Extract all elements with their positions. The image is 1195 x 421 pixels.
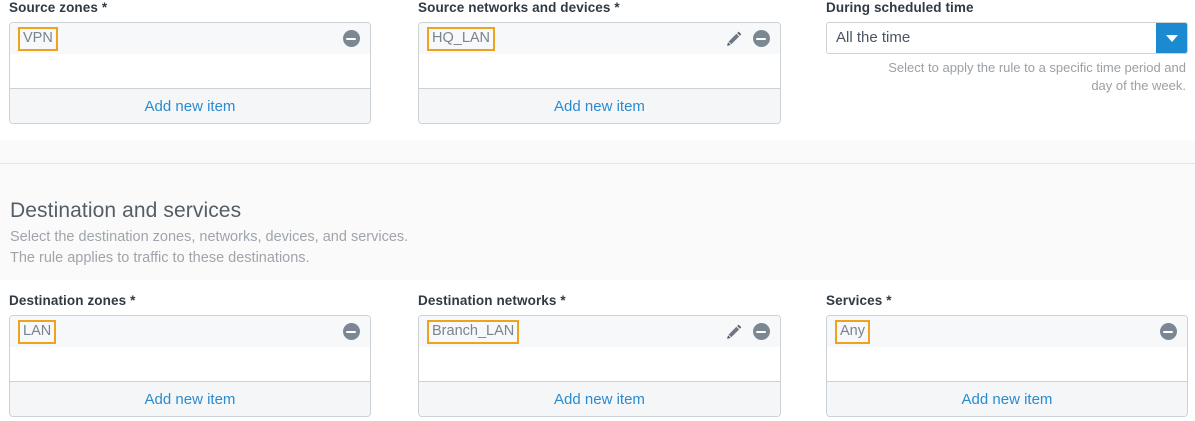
label-text: Destination networks (418, 293, 557, 308)
field-destination-zones: Destination zones * LAN Add new item (9, 293, 371, 417)
scheduled-time-help: Select to apply the rule to a specific t… (826, 59, 1188, 95)
label-destination-networks: Destination networks * (418, 293, 781, 309)
required-asterisk: * (130, 293, 136, 308)
row-actions (725, 30, 770, 48)
listbox-rows: LAN (10, 316, 370, 381)
row-actions (725, 323, 770, 341)
remove-icon[interactable] (752, 323, 770, 341)
list-item[interactable]: HQ_LAN (419, 23, 780, 55)
item-chip-label: Any (835, 319, 870, 344)
listbox-rows: VPN (10, 23, 370, 88)
destination-section-heading: Destination and services Select the dest… (10, 198, 408, 269)
help-line-1: Select to apply the rule to a specific t… (888, 60, 1186, 75)
item-chip-label: VPN (18, 26, 58, 51)
label-text: Source zones (9, 0, 98, 15)
listbox-rows: HQ_LAN (419, 23, 780, 88)
source-zones-listbox: VPN Add new item (9, 22, 371, 124)
select-selected-value: All the time (836, 29, 911, 46)
section-title: Destination and services (10, 199, 242, 222)
scheduled-time-select[interactable]: All the time (826, 22, 1188, 54)
remove-icon[interactable] (752, 30, 770, 48)
label-source-networks: Source networks and devices * (418, 0, 781, 16)
item-chip-label: Branch_LAN (427, 319, 520, 344)
add-new-item-button[interactable]: Add new item (419, 381, 780, 416)
field-destination-networks: Destination networks * Branch_LAN (418, 293, 781, 417)
label-services: Services * (826, 293, 1188, 309)
row-actions (342, 323, 360, 341)
section-subtitle-line-1: Select the destination zones, networks, … (10, 229, 409, 245)
label-source-zones: Source zones * (9, 0, 371, 16)
label-text: Services (826, 293, 883, 308)
edit-pencil-icon[interactable] (725, 323, 743, 341)
label-destination-zones: Destination zones * (9, 293, 371, 309)
source-networks-listbox: HQ_LAN Add (418, 22, 781, 124)
item-chip-label: LAN (18, 319, 57, 344)
remove-icon[interactable] (342, 30, 360, 48)
label-scheduled-time: During scheduled time (826, 0, 1188, 16)
label-text: During scheduled time (826, 0, 974, 15)
list-item[interactable]: LAN (10, 316, 370, 348)
list-item[interactable]: Branch_LAN (419, 316, 780, 348)
listbox-rows: Branch_LAN (419, 316, 780, 381)
destination-section-band: Destination and services Select the dest… (0, 140, 1195, 280)
field-source-networks: Source networks and devices * HQ_LAN (418, 0, 781, 124)
item-chip-label: HQ_LAN (427, 26, 496, 51)
list-item[interactable]: VPN (10, 23, 370, 55)
required-asterisk: * (101, 0, 108, 15)
remove-icon[interactable] (1159, 323, 1177, 341)
field-source-zones: Source zones * VPN Add new item (9, 0, 371, 124)
section-divider (0, 163, 1195, 164)
label-text: Destination zones (9, 293, 127, 308)
add-new-item-button[interactable]: Add new item (10, 381, 370, 416)
listbox-rows: Any (827, 316, 1187, 381)
add-new-item-button[interactable]: Add new item (827, 381, 1187, 416)
edit-pencil-icon[interactable] (725, 30, 743, 48)
destination-networks-listbox: Branch_LAN (418, 315, 781, 417)
chevron-down-icon[interactable] (1156, 23, 1187, 53)
row-actions (342, 30, 360, 48)
row-actions (1159, 323, 1177, 341)
required-asterisk: * (614, 0, 620, 15)
section-subtitle-line-2: The rule applies to traffic to these des… (10, 250, 310, 266)
required-asterisk: * (886, 293, 892, 308)
add-new-item-button[interactable]: Add new item (10, 88, 370, 123)
label-text: Source networks and devices (418, 0, 611, 15)
destination-zones-listbox: LAN Add new item (9, 315, 371, 417)
services-listbox: Any Add new item (826, 315, 1188, 417)
remove-icon[interactable] (342, 323, 360, 341)
field-services: Services * Any Add new item (826, 293, 1188, 417)
help-line-2: day of the week. (1091, 78, 1186, 93)
add-new-item-button[interactable]: Add new item (419, 88, 780, 123)
required-asterisk: * (560, 293, 566, 308)
field-scheduled-time: During scheduled time All the time Selec… (826, 0, 1188, 95)
list-item[interactable]: Any (827, 316, 1187, 348)
